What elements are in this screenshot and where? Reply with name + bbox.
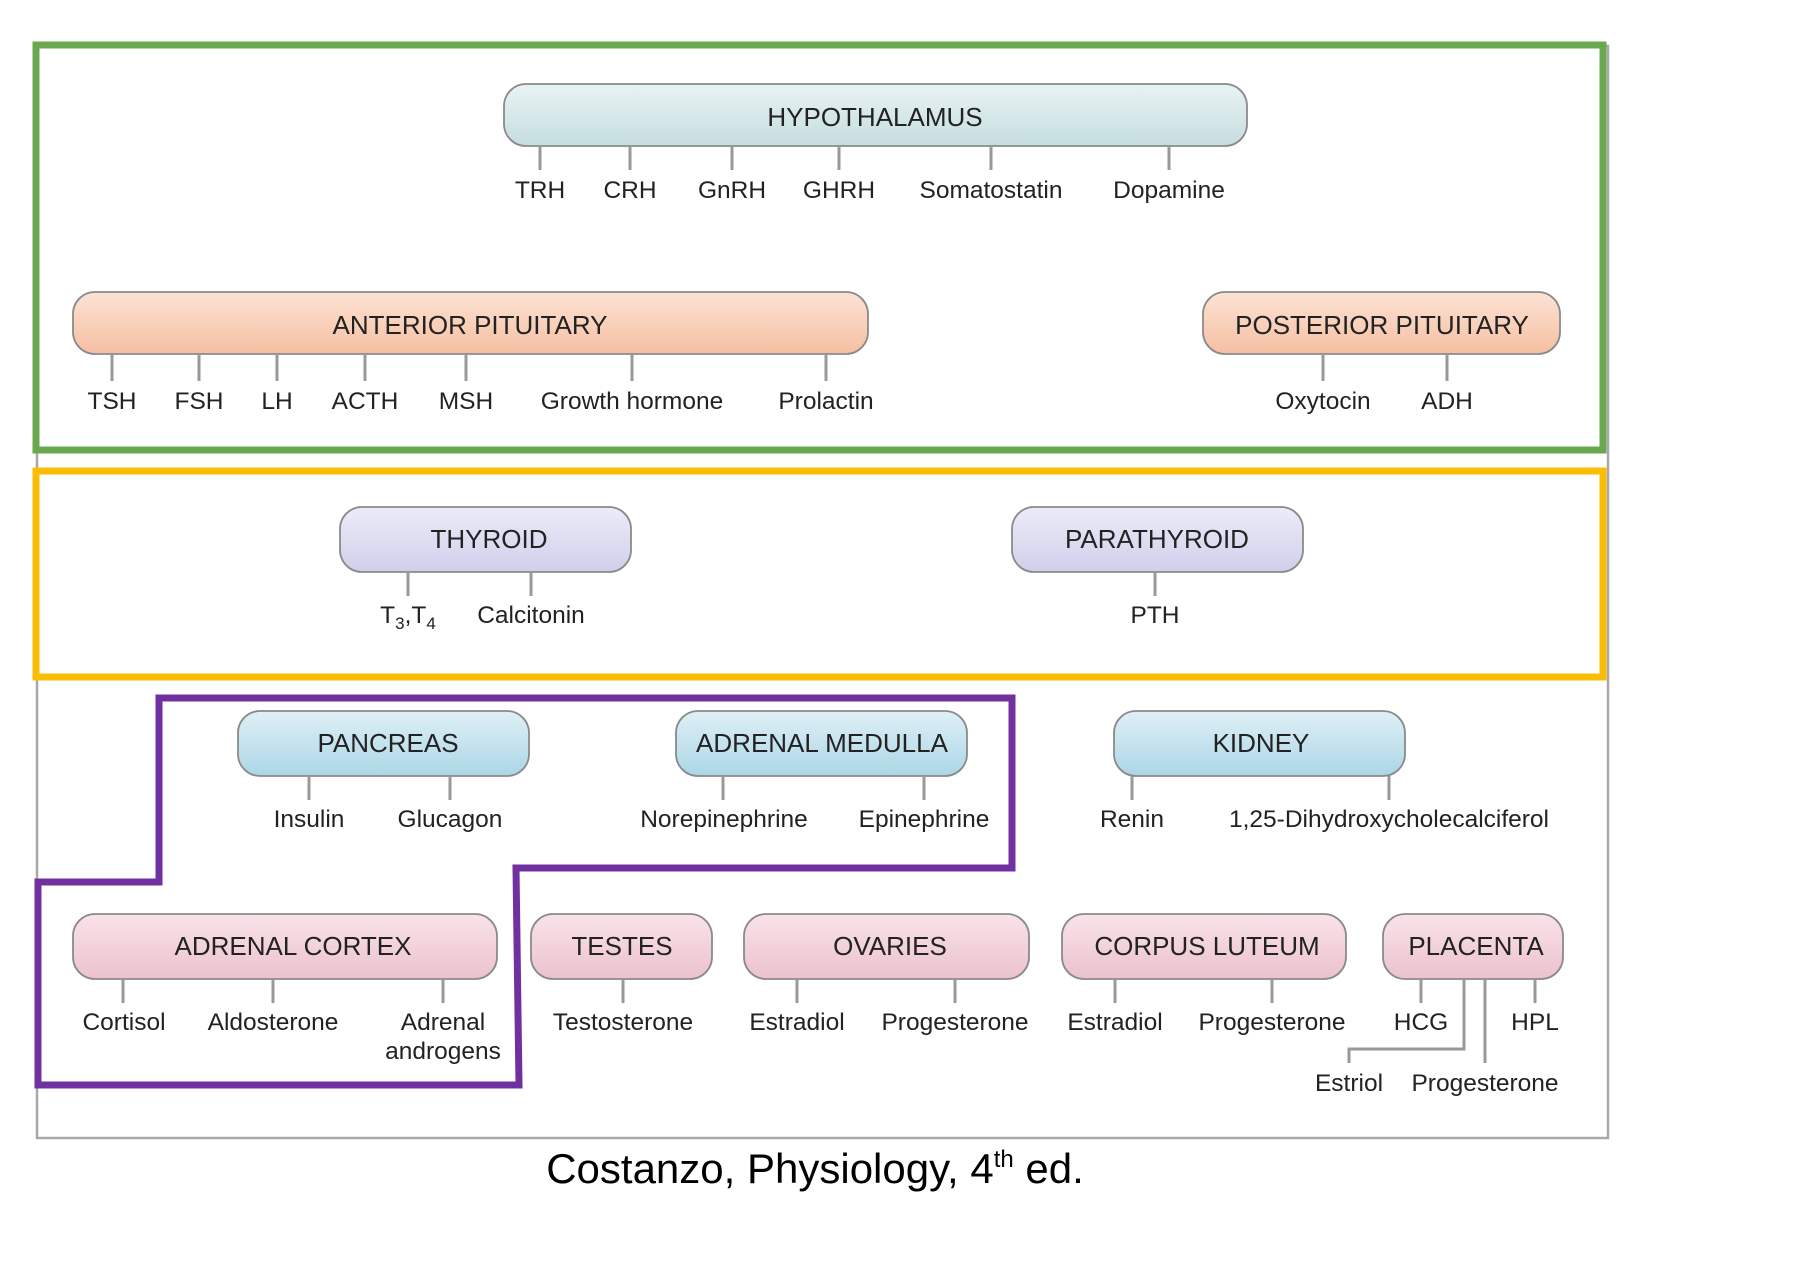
caption-main: Costanzo, Physiology, 4 <box>546 1145 994 1192</box>
adrenal-medulla-group: ADRENAL MEDULLA Norepinephrine Epinephri… <box>640 710 990 833</box>
placenta-label: PLACENTA <box>1408 931 1544 961</box>
pancreas-group: PANCREAS Insulin Glucagon <box>237 710 530 833</box>
testes-label: TESTES <box>571 931 672 961</box>
hormone-hpl: HPL <box>1511 1009 1559 1036</box>
highlight-box-yellow <box>32 467 1607 681</box>
highlight-box-purple <box>34 694 1016 1089</box>
ovaries-group: OVARIES Estradiol Progesterone <box>743 913 1030 1036</box>
hormone-acth: ACTH <box>332 388 399 415</box>
hormone-hcg: HCG <box>1394 1009 1448 1036</box>
corpus-luteum-group: CORPUS LUTEUM Estradiol Progesterone <box>1061 913 1347 1036</box>
hormone-epinephrine: Epinephrine <box>859 806 990 833</box>
placenta-box <box>1382 913 1564 980</box>
hormone-norepinephrine: Norepinephrine <box>640 806 808 833</box>
caption-superscript: th <box>993 1146 1014 1173</box>
hormone-lh: LH <box>261 388 292 415</box>
hormone-ghrh: GHRH <box>803 177 875 204</box>
adrenal-cortex-group: ADRENAL CORTEX Cortisol Aldosterone Adre… <box>72 913 501 1065</box>
hormone-t3-t4: T3,T4 <box>380 602 436 633</box>
testes-group: TESTES Testosterone <box>530 913 713 1036</box>
hormone-adrenal-androgens-line1: Adrenal <box>401 1009 485 1036</box>
adrenal-medulla-label: ADRENAL MEDULLA <box>696 728 949 758</box>
corpus-luteum-box <box>1061 913 1347 980</box>
anterior-pituitary-label: ANTERIOR PITUITARY <box>333 310 608 340</box>
pancreas-label: PANCREAS <box>317 728 458 758</box>
hormone-adrenal-androgens-line2: androgens <box>385 1038 501 1065</box>
hormone-prolactin: Prolactin <box>778 388 873 415</box>
hypothalamus-group: HYPOTHALAMUS TRH CRH GnRH GHRH Somatosta… <box>503 83 1248 204</box>
posterior-pituitary-group: POSTERIOR PITUITARY Oxytocin ADH <box>1202 291 1561 415</box>
hormone-oxytocin: Oxytocin <box>1275 388 1370 415</box>
hormone-aldosterone: Aldosterone <box>208 1009 339 1036</box>
ovaries-box <box>743 913 1030 980</box>
hormone-calcitriol: 1,25-Dihydroxycholecalciferol <box>1229 806 1549 833</box>
hormone-adh: ADH <box>1421 388 1473 415</box>
hormone-cortisol: Cortisol <box>82 1009 165 1036</box>
hormone-dopamine: Dopamine <box>1113 177 1225 204</box>
hormone-fsh: FSH <box>175 388 224 415</box>
parathyroid-group: PARATHYROID PTH <box>1011 506 1304 629</box>
thyroid-group: THYROID T3,T4 Calcitonin <box>339 506 632 633</box>
anterior-pituitary-box <box>72 291 869 355</box>
parathyroid-label: PARATHYROID <box>1065 524 1249 554</box>
hormone-estradiol-corpus-luteum: Estradiol <box>1067 1009 1162 1036</box>
posterior-pituitary-box <box>1202 291 1561 355</box>
kidney-box <box>1113 710 1406 777</box>
hormone-glucagon: Glucagon <box>398 806 503 833</box>
kidney-group: KIDNEY Renin 1,25-Dihydroxycholecalcifer… <box>1100 710 1549 833</box>
parathyroid-box <box>1011 506 1304 573</box>
ovaries-label: OVARIES <box>833 931 947 961</box>
hormone-renin: Renin <box>1100 806 1164 833</box>
corpus-luteum-label: CORPUS LUTEUM <box>1094 931 1319 961</box>
hormone-progesterone-placenta: Progesterone <box>1411 1070 1558 1097</box>
thyroid-box <box>339 506 632 573</box>
placenta-group: PLACENTA HCG HPL Estriol Progesterone <box>1315 913 1564 1097</box>
hormone-testosterone: Testosterone <box>553 1009 693 1036</box>
hormone-somatostatin: Somatostatin <box>920 177 1063 204</box>
posterior-pituitary-label: POSTERIOR PITUITARY <box>1235 310 1529 340</box>
hormone-tsh: TSH <box>88 388 137 415</box>
hormone-estriol: Estriol <box>1315 1070 1383 1097</box>
hormone-estradiol-ovaries: Estradiol <box>749 1009 844 1036</box>
kidney-label: KIDNEY <box>1213 728 1310 758</box>
hypothalamus-label: HYPOTHALAMUS <box>767 102 982 132</box>
highlight-box-green <box>32 41 1607 454</box>
hormone-progesterone-corpus-luteum: Progesterone <box>1198 1009 1345 1036</box>
hormone-trh: TRH <box>515 177 565 204</box>
thyroid-label: THYROID <box>431 524 548 554</box>
hormone-pth: PTH <box>1131 602 1180 629</box>
adrenal-cortex-box <box>72 913 498 980</box>
adrenal-cortex-label: ADRENAL CORTEX <box>175 931 412 961</box>
adrenal-medulla-box <box>675 710 968 777</box>
hormone-gnrh: GnRH <box>698 177 766 204</box>
hormone-calcitonin: Calcitonin <box>477 602 585 629</box>
hormone-progesterone-ovaries: Progesterone <box>881 1009 1028 1036</box>
hormone-msh: MSH <box>439 388 493 415</box>
pancreas-box <box>237 710 530 777</box>
anterior-pituitary-group: ANTERIOR PITUITARY TSH FSH LH ACTH MSH G… <box>72 291 874 415</box>
hormone-growth-hormone: Growth hormone <box>541 388 723 415</box>
hypothalamus-box <box>503 83 1248 147</box>
hormone-insulin: Insulin <box>274 806 345 833</box>
hormone-crh: CRH <box>603 177 656 204</box>
citation-caption: Costanzo, Physiology, 4th ed. <box>0 1145 1630 1193</box>
caption-tail: ed. <box>1013 1145 1084 1192</box>
